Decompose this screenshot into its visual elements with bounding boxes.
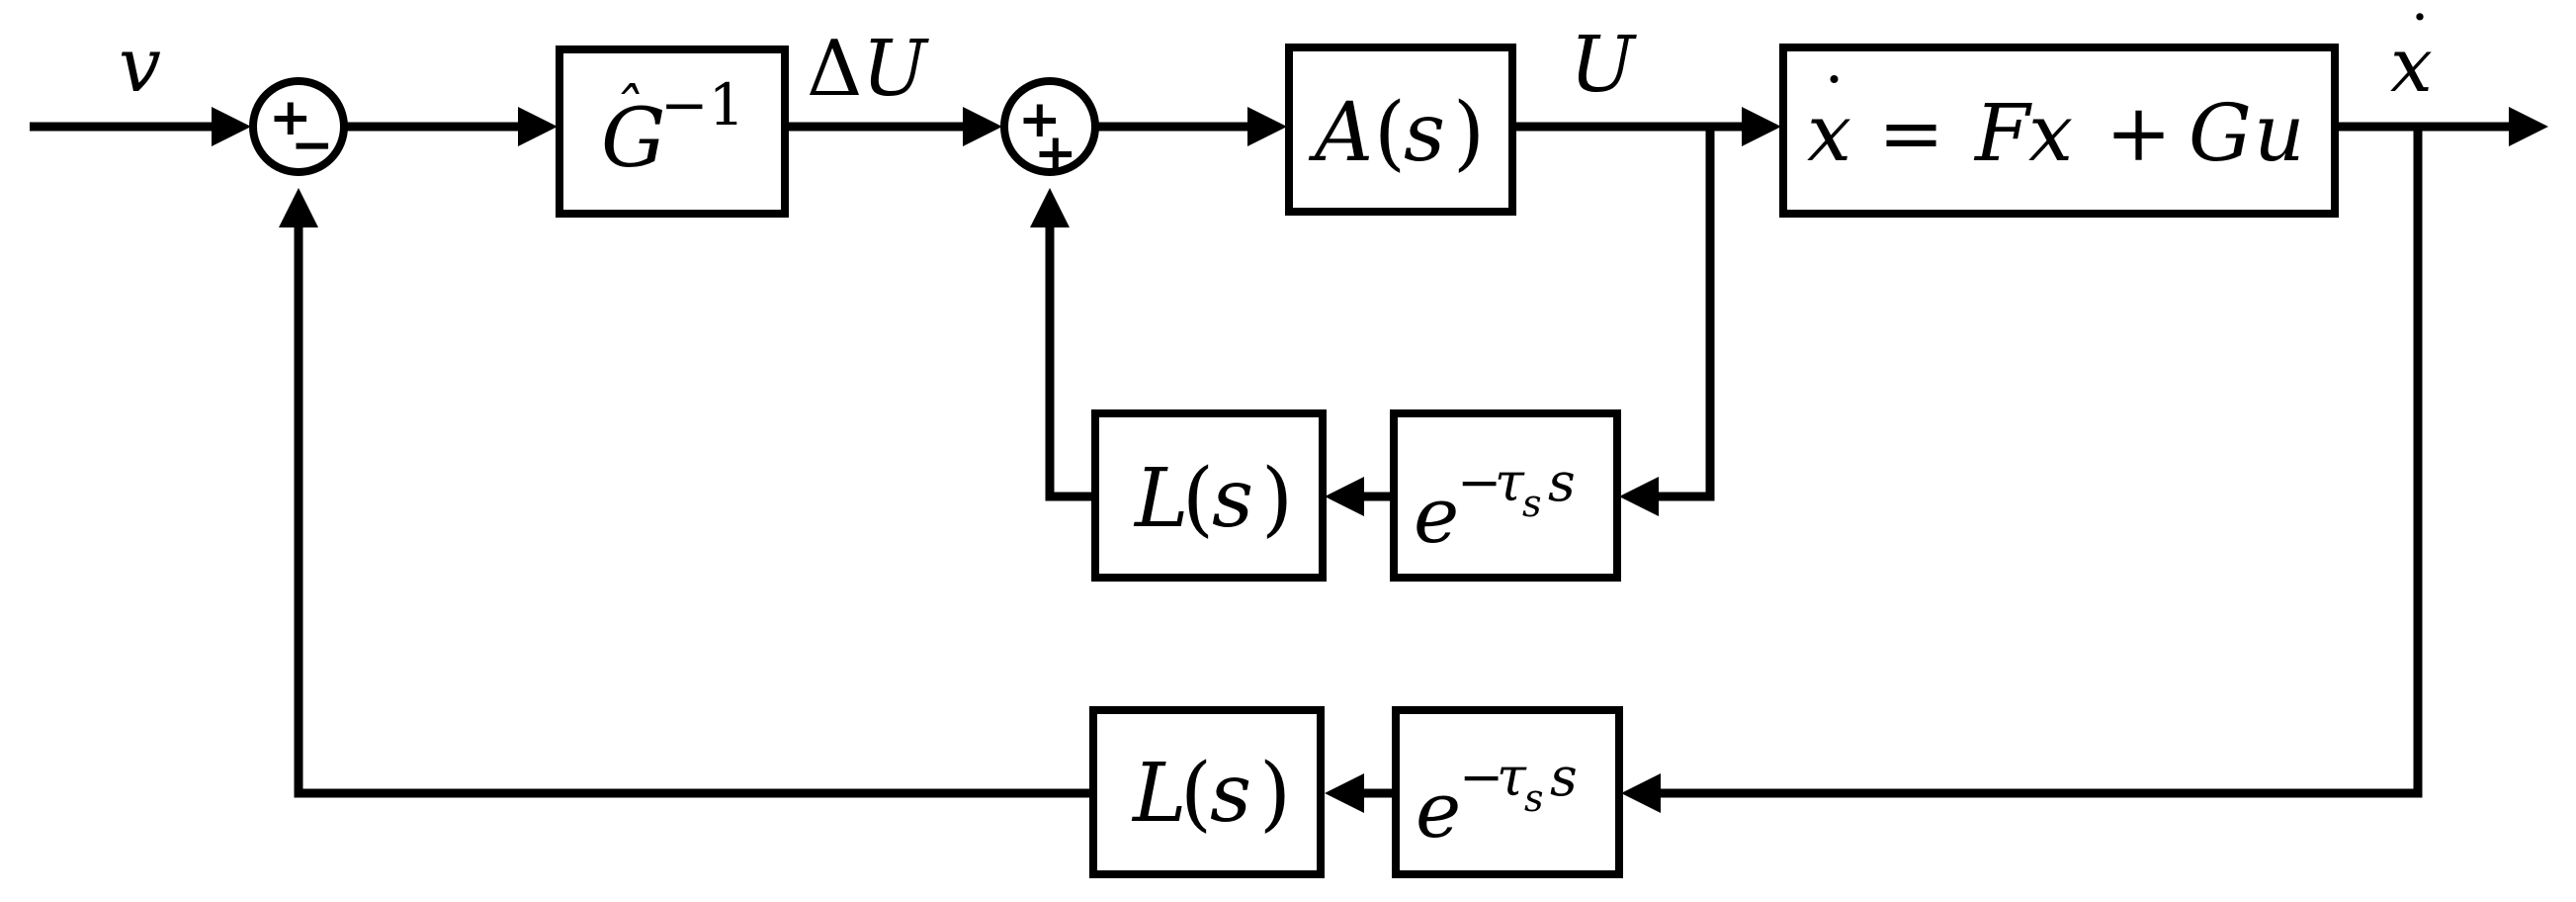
wire-inner-branch: [1651, 127, 1715, 501]
sum-top-circle: [249, 77, 348, 176]
sum-mid-plus-bottom: +: [1034, 124, 1077, 183]
block-ginv-hat: ˆ: [611, 76, 641, 145]
arrow-into-a: [1247, 107, 1287, 146]
plant-u: u: [2254, 87, 2305, 179]
block-a-arg: s: [1404, 86, 1445, 180]
block-l-outer: L ( s ): [1089, 706, 1325, 878]
plant-xdot-dot: ˙: [1817, 64, 1851, 145]
l-outer-arg: s: [1210, 747, 1251, 841]
block-ginv-exponent: −1: [660, 71, 745, 138]
arrow-into-inner-delay: [1619, 477, 1659, 516]
sum-mid-plus-left: +: [1018, 90, 1062, 149]
sum-top-plus: +: [269, 88, 312, 147]
block-plant: ˙ x = F x + G u: [1779, 44, 2339, 218]
delay-inner-tau: τ: [1495, 451, 1525, 513]
label-xdot-accent: ˙: [2404, 4, 2436, 77]
block-a: A ( s ): [1285, 44, 1516, 216]
block-plant-frame: [1779, 44, 2339, 218]
delay-outer-tau: τ: [1497, 746, 1527, 808]
plant-plus: +: [2105, 87, 2172, 179]
delay-inner-s: s: [1548, 451, 1576, 513]
arrow-into-sum-mid: [963, 107, 1002, 146]
block-delay-outer: e − τ s s: [1392, 706, 1623, 878]
label-delta: Δ: [807, 25, 862, 114]
block-ginv-frame: [556, 45, 789, 218]
l-outer-lparen: (: [1180, 747, 1212, 841]
l-inner-lparen: (: [1182, 452, 1214, 546]
block-l-inner: L ( s ): [1091, 409, 1327, 582]
arrow-into-plant: [1742, 107, 1781, 146]
block-a-name: A: [1308, 86, 1373, 180]
l-inner-rparen: ): [1261, 452, 1293, 546]
summing-junction-mid: + +: [1000, 77, 1099, 183]
label-xdot: x: [2390, 21, 2433, 109]
wire-inner-l-to-sum: [1045, 222, 1093, 501]
plant-x: x: [2028, 87, 2073, 179]
delay-inner-base: e: [1414, 472, 1459, 561]
l-inner-name: L: [1133, 452, 1188, 546]
label-u: U: [1570, 21, 1637, 110]
delay-outer-sub: s: [1524, 776, 1544, 820]
block-ginv-base: G: [601, 92, 666, 186]
arrow-into-outer-delay: [1621, 773, 1661, 813]
delay-inner-sub: s: [1522, 482, 1542, 525]
wire-outer-l-to-sum: [294, 222, 1091, 798]
arrow-into-ginv: [518, 107, 558, 146]
arrow-into-outer-l: [1325, 773, 1364, 813]
block-delay-outer-frame: [1392, 706, 1623, 878]
block-a-lparen: (: [1374, 86, 1406, 180]
summing-junction-top: + −: [249, 77, 348, 176]
plant-f: F: [1973, 87, 2032, 179]
delay-outer-s: s: [1550, 746, 1578, 808]
block-l-outer-frame: [1089, 706, 1325, 878]
plant-equals: =: [1878, 87, 1944, 179]
plant-g: G: [2189, 87, 2252, 179]
block-delay-inner-frame: [1390, 409, 1621, 582]
sum-top-minus: −: [291, 116, 334, 175]
l-inner-arg: s: [1212, 452, 1253, 546]
delay-outer-exp-minus: −: [1459, 746, 1503, 808]
label-delta-u: U: [862, 25, 929, 114]
arrow-into-sum-top: [212, 107, 251, 146]
delay-outer-base: e: [1416, 767, 1461, 856]
sum-mid-circle: [1000, 77, 1099, 176]
block-a-rparen: ): [1453, 86, 1485, 180]
label-v: v: [119, 21, 161, 109]
plant-xdot: x: [1807, 87, 1851, 179]
block-delay-inner: e − τ s s: [1390, 409, 1621, 582]
l-outer-name: L: [1131, 747, 1186, 841]
block-ginv: ˆ G −1: [556, 45, 789, 218]
l-outer-rparen: ): [1259, 747, 1291, 841]
delay-inner-exp-minus: −: [1457, 451, 1502, 513]
arrow-output-xdot: [2509, 107, 2548, 146]
arrow-into-sum-top-bottom: [279, 188, 318, 227]
wire-outer-branch: [1655, 127, 2423, 798]
arrow-into-inner-l: [1325, 477, 1364, 516]
block-a-frame: [1285, 44, 1516, 216]
block-l-inner-frame: [1091, 409, 1327, 582]
arrow-into-sum-mid-bottom: [1030, 188, 1070, 227]
